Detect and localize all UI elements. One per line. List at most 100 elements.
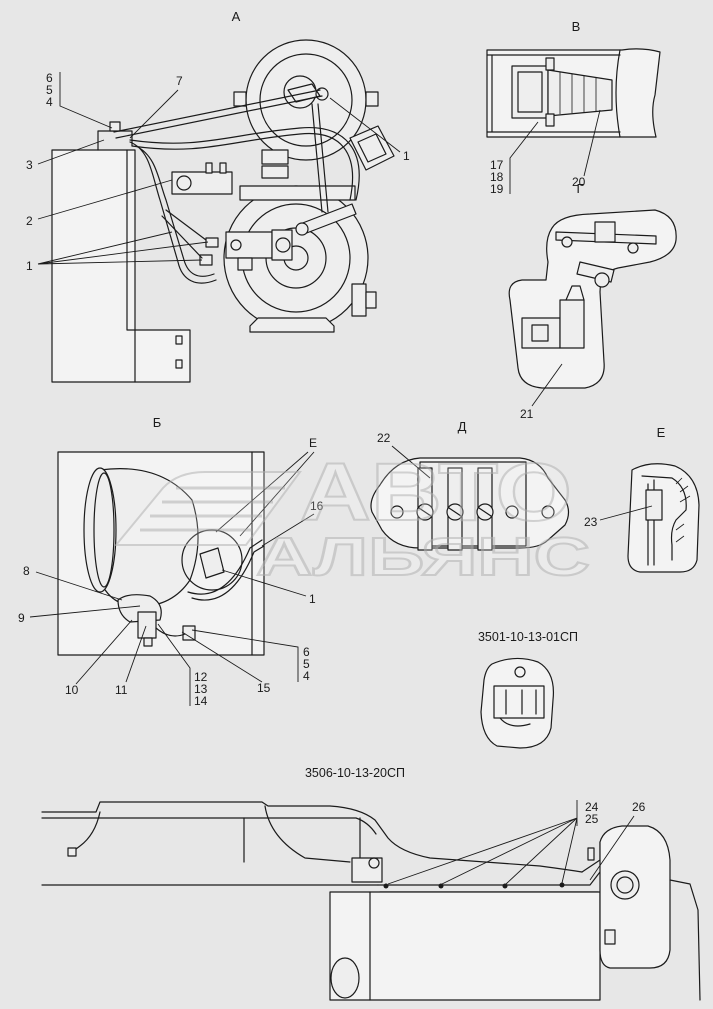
harness-bracket: [351, 857, 383, 883]
actuator-eye: [295, 222, 309, 236]
leader-detail-e: [215, 451, 315, 537]
view-a-label: А: [232, 9, 241, 24]
view-a: А: [26, 9, 410, 383]
frame-top-edge: [41, 801, 583, 873]
callout-10: 10: [65, 683, 79, 697]
callout-1-a-left: 1: [26, 259, 33, 273]
leader-20: [583, 109, 601, 177]
band-clamp-upper: [261, 149, 289, 165]
assembly-3501-bolt: [514, 666, 526, 678]
leader-6-5-4-b: [191, 629, 299, 682]
leader-12-13-14: [157, 623, 191, 706]
view-e: Е 23: [584, 425, 700, 573]
housing-flange-stub: [365, 291, 377, 309]
view-b-label: Б: [153, 415, 162, 430]
callout-15: 15: [257, 681, 271, 695]
leader-1-b: [221, 569, 307, 597]
wire-bracket: [182, 625, 196, 641]
leader-17-18-19: [509, 121, 539, 194]
valve-cap: [271, 229, 293, 261]
leader-7: [129, 89, 179, 139]
tank-filler: [610, 870, 640, 900]
harness-clip-3: [502, 883, 508, 889]
plug-cap-inner: [517, 71, 543, 113]
harness-clip-2: [438, 883, 444, 889]
callout-21: 21: [520, 407, 534, 421]
mount-nut: [143, 637, 153, 647]
leader-1-a-right: [329, 97, 401, 153]
sleeve-clip-bottom: [545, 113, 555, 127]
detail-e-plug: [199, 547, 225, 579]
assembly-3501: 3501-10-13-01СП: [478, 630, 578, 749]
frame-inner-edge: [41, 817, 377, 835]
cabinet-latch-upper: [175, 335, 183, 345]
harness-left-plug: [67, 847, 77, 857]
harness-bracket-bolt: [368, 857, 380, 869]
mount-connector: [137, 611, 157, 639]
control-rod: [311, 103, 329, 213]
callout-4-a: 4: [46, 95, 53, 109]
view-b: Б Е 16 1 8 9 10 11 12 13 14 15 6 5: [18, 415, 324, 708]
callout-5-b: 5: [303, 657, 310, 671]
harness-middle: [264, 805, 351, 863]
upper-clamp-right: [365, 91, 379, 107]
callout-22: 22: [377, 431, 391, 445]
headlamp-lens: [83, 467, 117, 593]
leader-3: [37, 139, 105, 165]
leader-10: [75, 619, 133, 685]
upper-clamp-left: [233, 91, 247, 107]
strip-block: [594, 221, 616, 243]
switch-cover: [559, 299, 585, 349]
callout-13: 13: [194, 682, 208, 696]
conduit-wall: [486, 54, 621, 133]
leader-24-25: [387, 800, 578, 885]
callout-26: 26: [632, 800, 646, 814]
detail-g-ring: [594, 272, 610, 288]
view-e-label: Е: [657, 425, 666, 440]
valve-body: [225, 231, 273, 259]
watermark-logo-icon: [113, 471, 302, 546]
leader-15: [181, 631, 263, 683]
tank-end: [599, 825, 671, 969]
headlamp-harness: [187, 539, 265, 601]
sleeve-clip-top: [545, 57, 555, 71]
callout-9: 9: [18, 611, 25, 625]
upper-pulley-pin: [315, 87, 329, 101]
leader-26: [589, 815, 635, 881]
callout-8: 8: [23, 564, 30, 578]
section-channel: [641, 475, 687, 561]
band-clamp-lower: [261, 165, 289, 179]
callout-14: 14: [194, 694, 208, 708]
harness-clip-1: [383, 883, 389, 889]
watermark-text-top: АВТО: [300, 447, 572, 538]
valve-screw: [230, 239, 242, 251]
leader-6-5-4-a: [59, 72, 113, 129]
relay-right-cover: [357, 133, 387, 163]
harness-terminal: [587, 847, 595, 861]
callout-detail-e: Е: [309, 436, 317, 450]
callout-1-b: 1: [309, 592, 316, 606]
tank-filler-cap: [616, 876, 634, 894]
cabinet-edge: [126, 149, 136, 331]
pipe-upper: [113, 89, 323, 139]
callout-17: 17: [490, 158, 504, 172]
harness-clip-4: [559, 882, 565, 888]
detail-e-section: [627, 463, 700, 573]
valve-fitting-bottom: [237, 257, 253, 271]
assembly-3501-block: [493, 685, 545, 719]
callout-12: 12: [194, 670, 208, 684]
assembly-3501-wiring: [499, 689, 537, 727]
frame-rear: [669, 879, 701, 1001]
callout-16: 16: [310, 499, 324, 513]
callout-4-b: 4: [303, 669, 310, 683]
harness-left: [71, 811, 101, 853]
view-v: В 17 18 19 20: [486, 19, 661, 196]
headlamp-rim: [93, 472, 115, 588]
section-insert: [645, 489, 663, 521]
callout-25: 25: [585, 812, 599, 826]
housing-base: [249, 317, 335, 333]
strip-bolt-right: [627, 242, 639, 254]
view-d-label: Д: [458, 419, 467, 434]
view-d: Д 22: [370, 419, 570, 551]
